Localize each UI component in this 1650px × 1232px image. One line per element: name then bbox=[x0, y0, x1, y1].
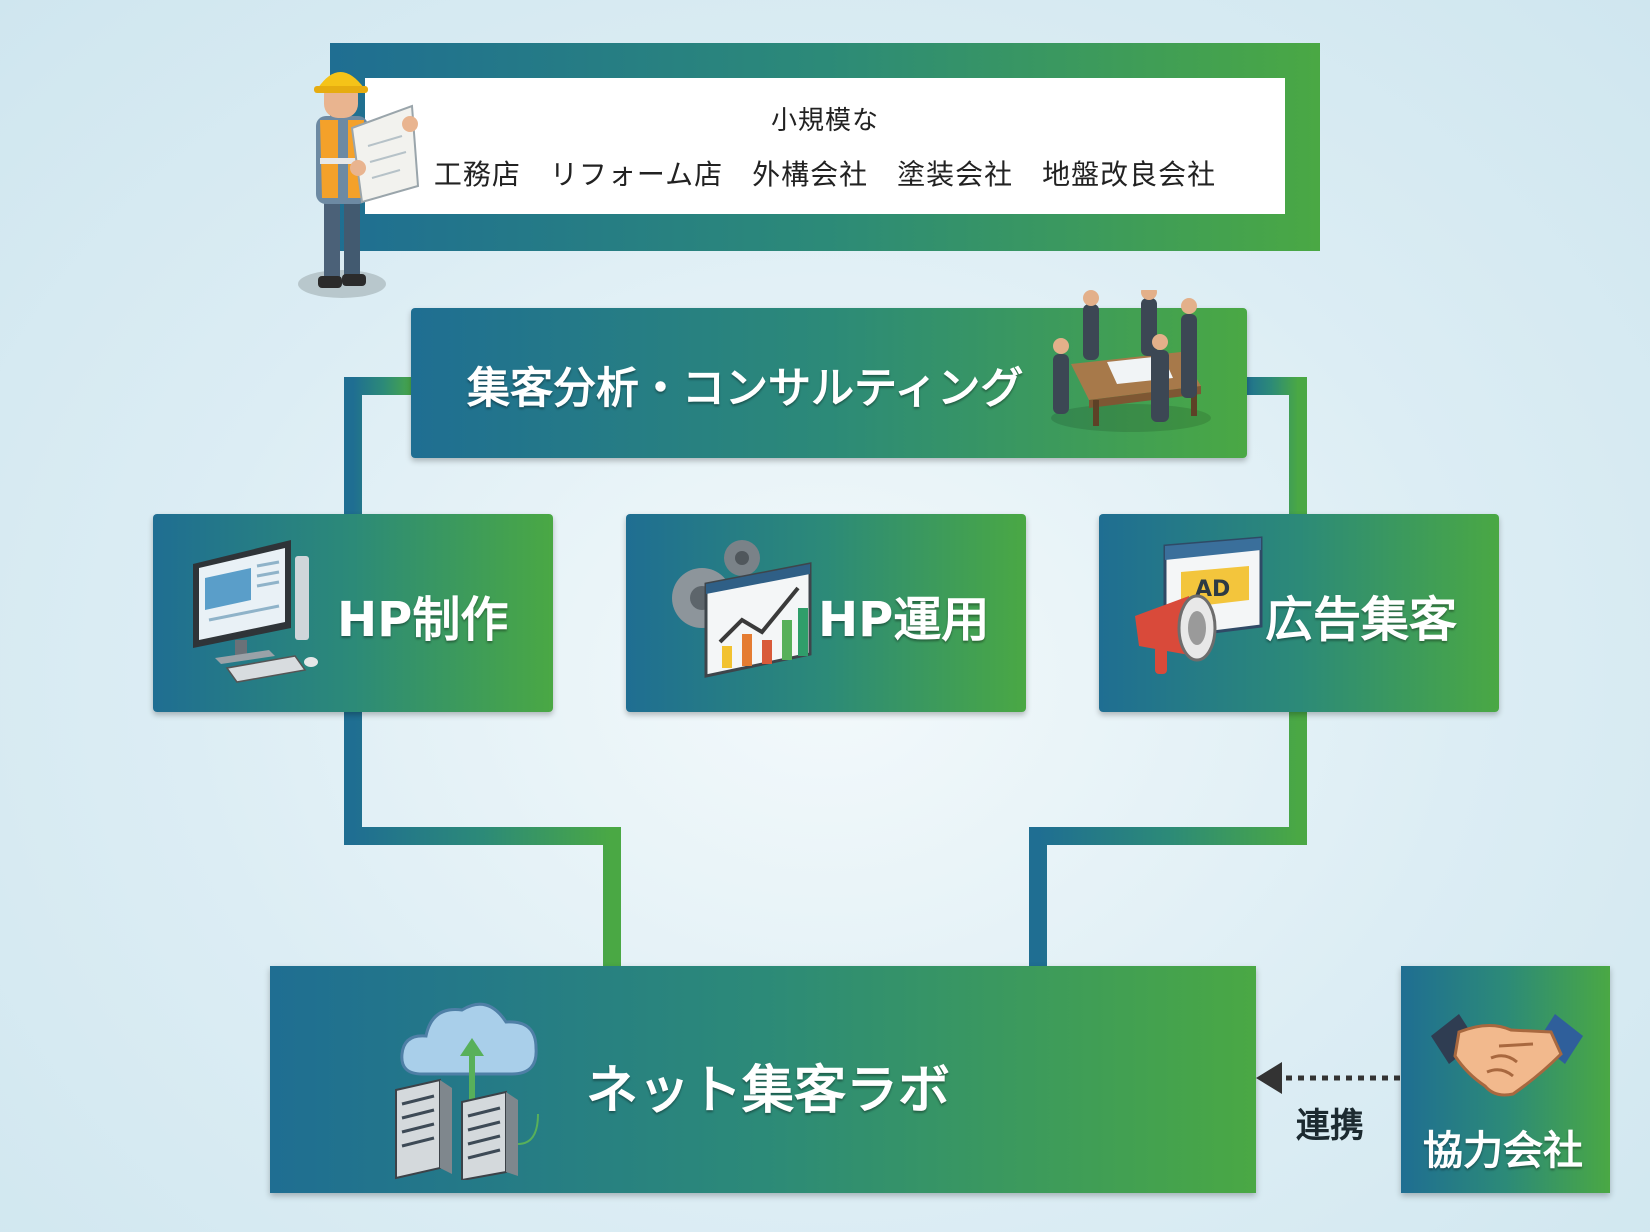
consulting-box: 集客分析・コンサルティング bbox=[411, 290, 1247, 458]
consulting-label: 集客分析・コンサルティング bbox=[467, 364, 1024, 414]
analytics-chart-gear-icon bbox=[672, 540, 812, 678]
service-ad-acquisition-label: 広告集客 bbox=[1265, 592, 1458, 648]
target-segments: 工務店 リフォーム店 外構会社 塗装会社 地盤改良会社 bbox=[433, 158, 1217, 191]
target-box: 小規模な 工務店 リフォーム店 外構会社 塗装会社 地盤改良会社 bbox=[365, 78, 1285, 214]
handshake-icon bbox=[1431, 1014, 1583, 1097]
line-consult-to-left bbox=[344, 377, 414, 520]
main-company-label: ネット集客ラボ bbox=[586, 1061, 951, 1121]
partner-box: 協力会社 bbox=[1401, 966, 1610, 1193]
megaphone-ad-icon: AD bbox=[1135, 536, 1263, 674]
line-left-to-main bbox=[344, 708, 621, 970]
meeting-people-icon bbox=[1051, 290, 1211, 432]
partner-label: 協力会社 bbox=[1423, 1128, 1583, 1174]
link-label: 連携 bbox=[1296, 1106, 1364, 1146]
construction-worker-icon bbox=[298, 72, 420, 298]
line-right-to-main bbox=[1029, 708, 1307, 970]
link-arrow bbox=[1256, 1062, 1400, 1094]
service-hp-production-label: HP制作 bbox=[337, 592, 509, 648]
main-company-box: ネット集客ラボ bbox=[270, 966, 1256, 1193]
cloud-server-icon bbox=[395, 1002, 539, 1180]
target-title: 小規模な bbox=[770, 106, 879, 136]
service-hp-production: HP制作 bbox=[153, 514, 553, 712]
line-consult-to-right bbox=[1244, 377, 1307, 520]
service-ad-acquisition: AD 広告集客 bbox=[1099, 514, 1499, 712]
computer-monitor-icon bbox=[193, 540, 318, 683]
service-hp-operation: HP運用 bbox=[626, 514, 1026, 712]
service-hp-operation-label: HP運用 bbox=[818, 592, 990, 648]
